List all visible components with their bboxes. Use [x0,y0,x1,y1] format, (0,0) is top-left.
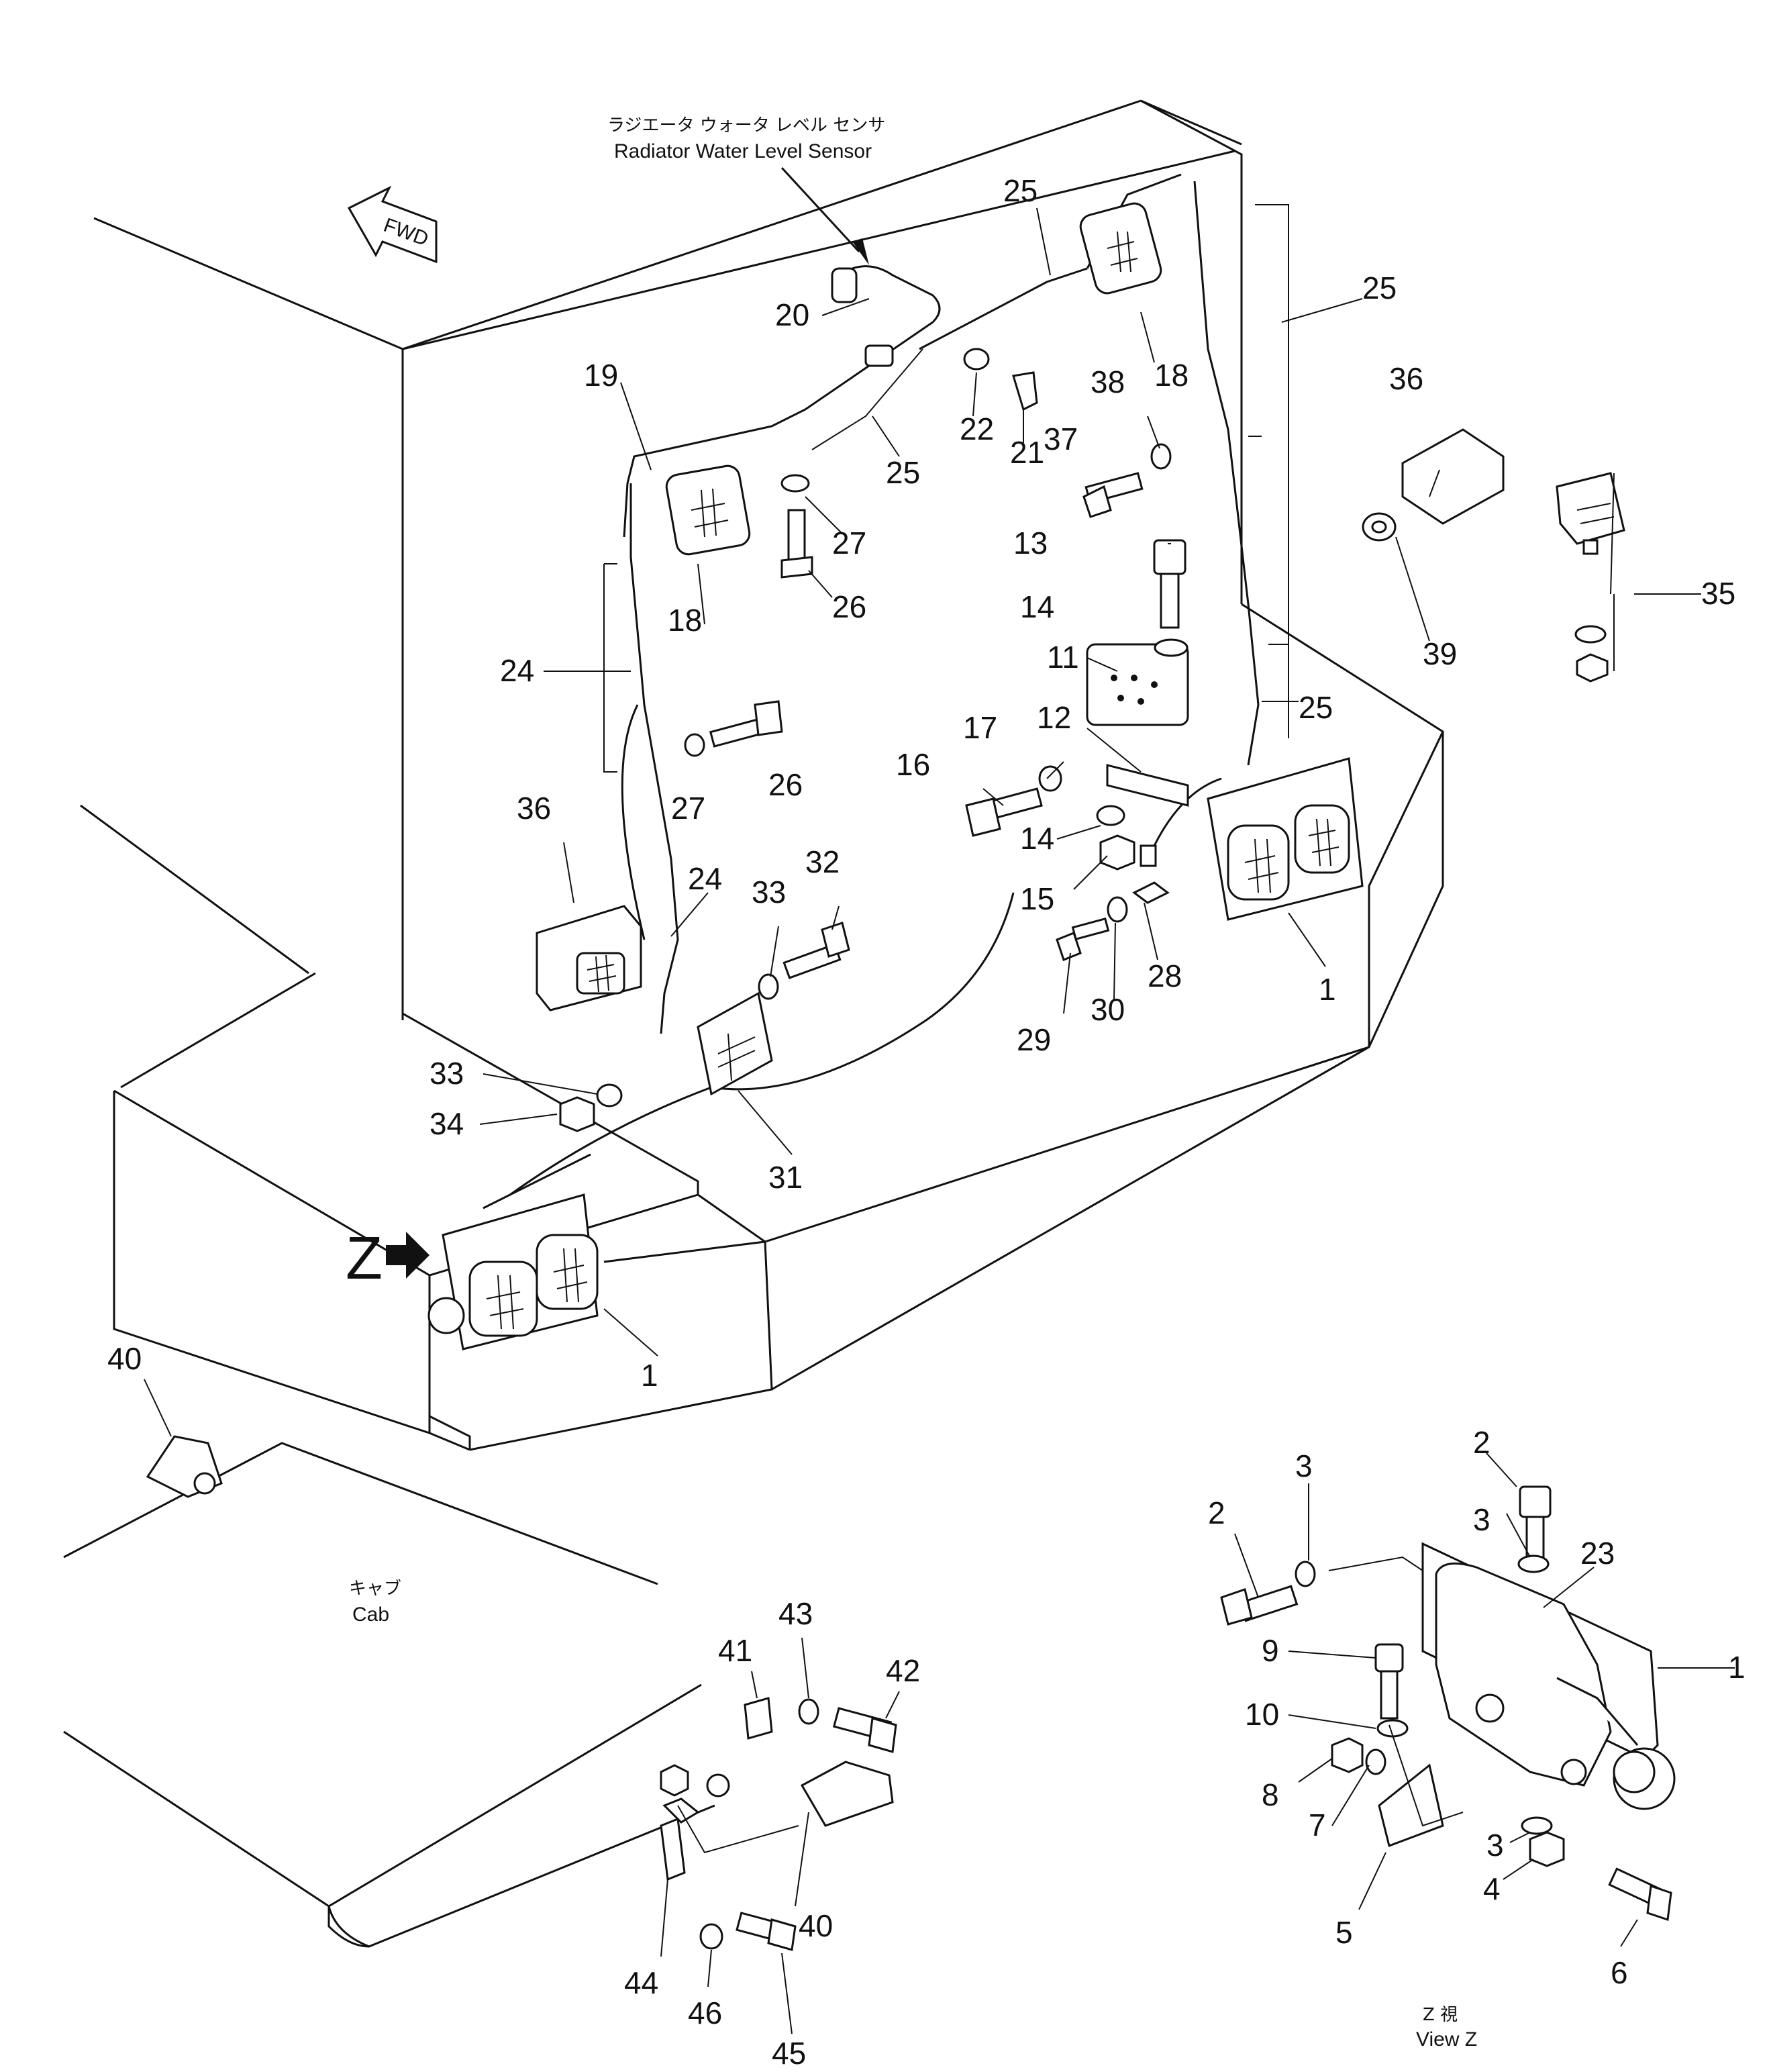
part-label-1: 1 [1319,972,1336,1007]
part-label-41: 41 [718,1633,752,1668]
cab-label: キャブ Cab [349,1579,401,1626]
part-label-25: 25 [1003,173,1038,208]
part-label-4: 4 [1483,1871,1501,1906]
sensor-label-en: Radiator Water Level Sensor [614,140,872,162]
part-label-3: 3 [1486,1828,1504,1863]
part-label-9: 9 [1262,1633,1279,1668]
part-label-34: 34 [429,1106,464,1141]
lamp-31 [697,991,773,1096]
cab-lamp-40 [146,1435,223,1498]
fwd-arrow: FWD [347,185,438,264]
sensor-callout: ラジエータ ウォータ レベル センサ Radiator Water Level … [607,115,885,265]
view-z-inset: Z 視 View Z [1220,1485,1676,2051]
part-label-19: 19 [584,358,618,393]
part-label-16: 16 [896,747,930,782]
part-label-32: 32 [805,844,840,879]
part-label-10: 10 [1245,1697,1279,1732]
grommet-39 [1362,512,1397,542]
part-label-36: 36 [1389,361,1423,396]
part-label-25: 25 [1299,690,1333,725]
fwd-label: FWD [381,214,431,250]
part-label-21: 21 [1010,435,1044,470]
part-label-18: 18 [668,603,702,638]
part-label-31: 31 [768,1160,803,1195]
part-label-33: 33 [429,1056,464,1091]
part-label-2: 2 [1473,1425,1490,1460]
part-label-26: 26 [832,589,866,624]
cab-label-en: Cab [352,1604,389,1626]
part-label-3: 3 [1295,1448,1313,1483]
lamp-36-right [1401,428,1505,525]
z-marker-label: Z [346,1225,383,1292]
leader-lines [144,207,1735,2034]
part-label-42: 42 [886,1653,920,1688]
part-label-14: 14 [1020,821,1054,856]
work-lamp-18-left [665,464,751,556]
part-label-17: 17 [963,710,997,745]
part-label-30: 30 [1091,992,1125,1027]
part-label-26: 26 [768,767,803,802]
part-label-36: 36 [517,791,551,826]
wiring-harness [483,173,1260,1210]
part-label-43: 43 [778,1596,813,1631]
view-z-label-en: View Z [1416,2028,1477,2051]
part-label-27: 27 [832,526,866,560]
part-label-23: 23 [1580,1536,1615,1571]
part-label-1: 1 [641,1358,658,1393]
bolt-13 [1153,539,1186,629]
lamp-36-left [536,905,642,1012]
view-z-label-jp: Z 視 [1423,2005,1458,2025]
sensor-label-jp: ラジエータ ウォータ レベル センサ [607,115,885,136]
part-number-labels: 25 25 18 19 20 22 21 25 38 37 36 27 26 1… [107,173,1746,2071]
side-lamp-35 [1556,472,1625,683]
part-label-24: 24 [500,653,534,688]
part-label-11: 11 [1047,640,1079,675]
part-label-22: 22 [960,411,994,446]
part-label-25: 25 [886,455,920,490]
part-label-35: 35 [1701,576,1735,611]
part-label-12: 12 [1037,700,1071,735]
part-label-45: 45 [772,2036,806,2071]
machine-body-outline [63,99,1444,1948]
part-label-33: 33 [752,875,786,909]
part-label-24: 24 [688,861,722,896]
part-label-14: 14 [1020,589,1054,624]
part-label-13: 13 [1013,526,1048,560]
hardware [559,267,1189,1951]
part-label-37: 37 [1044,422,1078,456]
part-label-25: 25 [1362,270,1397,305]
part-label-7: 7 [1309,1808,1326,1842]
part-label-40: 40 [799,1908,833,1943]
cab-lamp-40-lower [800,1761,894,1827]
part-label-2: 2 [1208,1495,1225,1530]
head-lamp-1-left [427,1193,599,1350]
part-label-6: 6 [1611,1955,1628,1990]
part-label-20: 20 [775,297,809,332]
bracket-12 [1106,764,1189,807]
part-label-8: 8 [1262,1777,1279,1812]
part-label-46: 46 [688,1995,722,2030]
head-lamp-1-right [1207,757,1364,921]
part-label-29: 29 [1017,1022,1051,1057]
part-label-27: 27 [671,791,705,826]
part-label-5: 5 [1335,1915,1353,1950]
work-lamp-18-upper [1079,202,1162,295]
part-label-38: 38 [1091,364,1125,399]
harness-clip-groups [603,204,1289,773]
z-view-marker: Z [346,1225,429,1292]
part-label-44: 44 [624,1965,658,2000]
cab-label-jp: キャブ [349,1579,401,1599]
flasher-unit-11 [1086,643,1189,726]
part-label-28: 28 [1148,958,1182,993]
part-label-15: 15 [1020,881,1054,916]
part-label-1: 1 [1728,1650,1746,1685]
part-label-18: 18 [1154,358,1189,393]
part-label-39: 39 [1423,636,1457,671]
part-label-40: 40 [107,1341,142,1376]
part-label-3: 3 [1473,1502,1490,1537]
